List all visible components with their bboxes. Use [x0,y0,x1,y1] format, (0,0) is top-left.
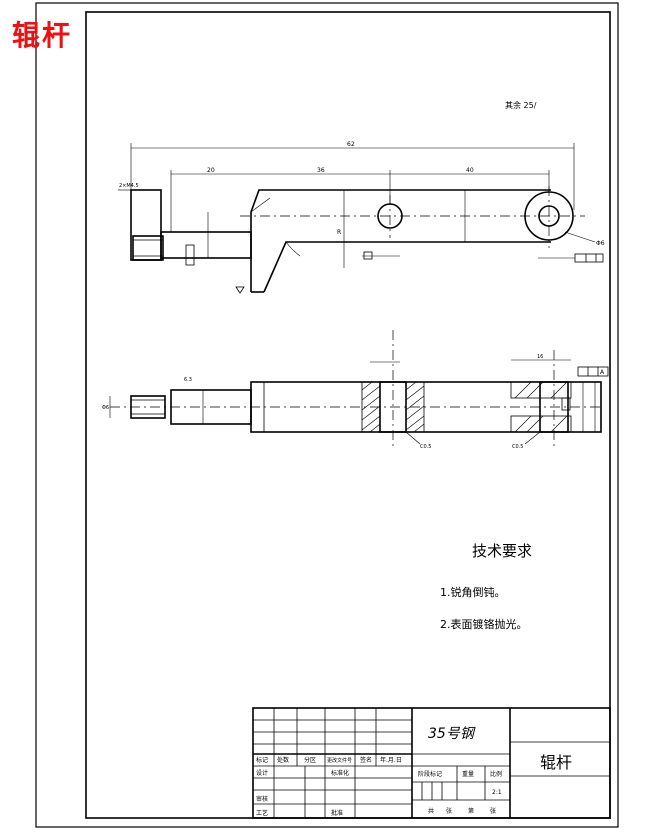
tb-row-label-3: 更改文件号 [327,757,352,764]
sec-dim-16: 16 [537,354,543,360]
tb-row-label-4: 签名 [360,756,372,764]
tech-item-2: 2.表面镀铬抛光。 [440,617,528,631]
title-block: 35号钢 辊杆 标记 处数 分区 更改文件号 签名 年.月.日 设计 标准化 审… [252,707,611,819]
tb-row-label-5: 年.月.日 [380,756,402,764]
tb-stage-mark: 阶段标记 [418,770,442,778]
tb-row-label-0: 标记 [256,756,268,764]
tb-sheets-3: 张 [490,807,496,815]
tb-approve: 批准 [331,809,343,817]
tb-standardize: 标准化 [331,769,349,777]
tb-row-label-2: 分区 [304,756,316,764]
dim-phi6: Φ6 [596,240,605,247]
tb-part-name: 辊杆 [540,753,572,772]
tech-requirements: 技术要求 1.锐角倒钝。 2.表面镀铬抛光。 [440,542,532,631]
dim-r: R [337,229,341,236]
tb-scale: 比例 [490,770,502,778]
sec-dim-63: 6.3 [184,377,192,383]
sec-dim-c05-a: C0.5 [420,444,431,450]
dim-overall: 62 [347,141,355,148]
dim-36: 36 [317,167,325,174]
top-view: 62 20 36 40 2×M4.5 R Φ6 [118,141,605,294]
tb-review: 审核 [256,795,268,803]
tech-item-1: 1.锐角倒钝。 [440,585,506,599]
tb-sheets-2: 第 [468,807,474,815]
tb-process: 工艺 [256,809,268,817]
sec-tol-datum: A [600,369,605,376]
tb-scale-value: 2:1 [492,789,502,796]
tech-title: 技术要求 [472,542,532,560]
dim-20: 20 [207,167,215,174]
stamp-title: 辊杆 [12,19,73,52]
sec-dim-c05-b: C0.5 [512,444,523,450]
tb-sheets-1: 张 [446,807,452,815]
dim-40: 40 [466,167,474,174]
surface-finish-note: 其余 25/ [505,100,537,110]
outer-frame [35,2,619,828]
sec-dim-left: Φ6 [102,405,109,411]
tb-weight: 重量 [462,770,474,778]
tb-design: 设计 [256,769,268,777]
tb-material: 35号钢 [428,726,476,742]
tb-sheets-0: 共 [428,807,434,815]
section-view: Φ6 6.3 C0.5 C0.5 16 A [102,330,609,450]
tb-row-label-1: 处数 [277,756,289,764]
dim-thread: 2×M4.5 [119,183,139,189]
